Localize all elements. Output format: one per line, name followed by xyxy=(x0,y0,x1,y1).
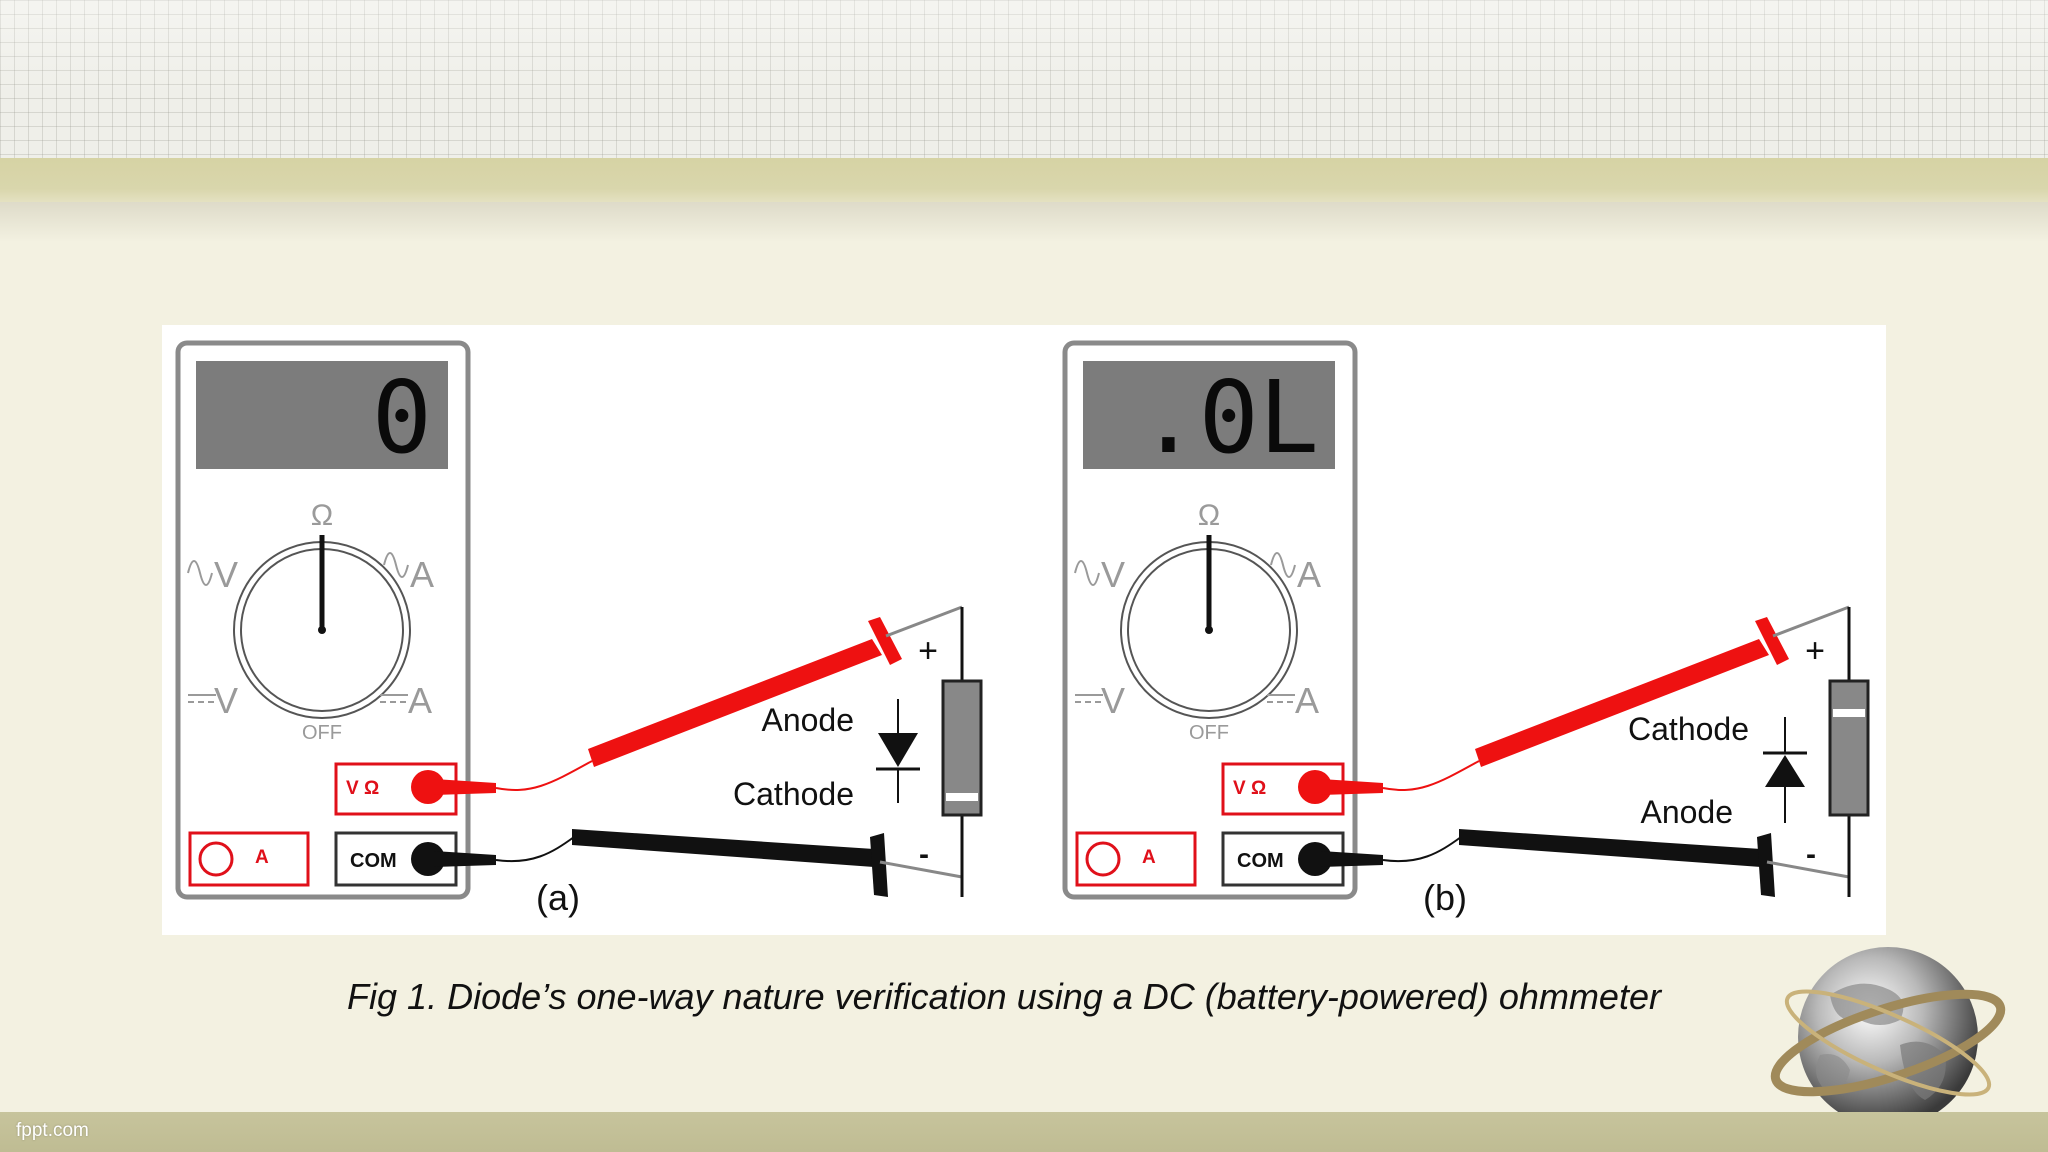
multimeter-b-black-probe-tip xyxy=(1766,860,1850,879)
multimeter-a-dial-hub xyxy=(318,626,326,634)
multimeter-a-dial-acv: V xyxy=(214,554,238,595)
multimeter-a-red-cable xyxy=(495,760,593,791)
multimeter-a-dial-aca: A xyxy=(410,554,434,595)
multimeter-a-dial-dca: A xyxy=(408,680,432,721)
multimeter-a-black-plug-sleeve xyxy=(434,851,496,867)
panel-b: .0L Ω V A V A OFF V Ω A COM xyxy=(1062,340,1870,918)
multimeter-b-black-cable xyxy=(1382,836,1462,863)
circuit-a-minus: - xyxy=(919,838,929,871)
panel-b-label: (b) xyxy=(1423,877,1467,918)
multimeter-b-dial-off: OFF xyxy=(1189,722,1229,744)
multimeter-b-black-probe-handle xyxy=(1459,829,1761,867)
diode-test-figure: 0 Ω V A V A OFF V Ω A xyxy=(162,325,1886,935)
multimeter-b-jack-vohm-label: V Ω xyxy=(1233,778,1266,799)
multimeter-b-red-probe-handle xyxy=(1475,639,1769,767)
multimeter-b-dial-acv: V xyxy=(1101,554,1125,595)
multimeter-a-jack-a-socket xyxy=(198,841,234,877)
diode-b-upper-label: Cathode xyxy=(1628,711,1749,747)
multimeter-b-ac-wave-a xyxy=(1270,552,1296,578)
multimeter-a-reading: 0 xyxy=(372,359,432,476)
multimeter-a-dial-dcv: V xyxy=(214,680,238,721)
panel-a: 0 Ω V A V A OFF V Ω A xyxy=(175,340,983,918)
slide-header-grid-band xyxy=(0,0,2048,160)
multimeter-b-black-plug-sleeve xyxy=(1321,851,1383,867)
multimeter-a-dc-symbol-a xyxy=(380,694,408,703)
circuit-a-resistor-band xyxy=(946,793,978,801)
multimeter-b-dial-aca: A xyxy=(1297,554,1321,595)
multimeter-a-display xyxy=(196,361,448,469)
multimeter-a-red-plug-sleeve xyxy=(434,779,496,795)
diode-a-upper-label: Anode xyxy=(761,702,854,738)
multimeter-a-ac-wave-v xyxy=(187,560,213,586)
multimeter-b-dc-symbol-v xyxy=(1075,694,1103,703)
multimeter-a-black-probe-handle xyxy=(572,829,874,867)
multimeter-a-red-probe-guard xyxy=(868,617,902,665)
multimeter-a-dc-symbol-v xyxy=(188,694,216,703)
multimeter-a-red-probe-handle xyxy=(588,639,882,767)
multimeter-b-dial-ohm: Ω xyxy=(1198,499,1220,532)
multimeter-b-black-plug xyxy=(1298,842,1332,876)
multimeter-b-black-probe-guard xyxy=(1757,833,1775,897)
multimeter-b-jack-com-label: COM xyxy=(1237,850,1284,872)
multimeter-b-reading: .0L xyxy=(1138,359,1319,476)
circuit-b-plus: + xyxy=(1805,632,1825,670)
multimeter-b-dial-dca: A xyxy=(1295,680,1319,721)
multimeter-a-black-plug xyxy=(411,842,445,876)
multimeter-a-ac-wave-a xyxy=(383,552,409,578)
multimeter-b-jack-a-label: A xyxy=(1142,847,1156,868)
footer-brand-text: fppt.com xyxy=(16,1120,89,1141)
circuit-b-resistor xyxy=(1828,679,1870,817)
multimeter-a-dial-ohm: Ω xyxy=(311,499,333,532)
diode-a-lower-label: Cathode xyxy=(733,776,854,812)
multimeter-a-black-cable xyxy=(495,836,575,863)
multimeter-b-red-cable xyxy=(1382,760,1480,791)
multimeter-b-red-probe-guard xyxy=(1755,617,1789,665)
slide-header-shadow xyxy=(0,202,2048,242)
multimeter-b-display xyxy=(1083,361,1335,469)
multimeter-b-red-probe-tip xyxy=(1772,605,1850,638)
diode-b-lower-label: Anode xyxy=(1640,794,1733,830)
multimeter-a-red-probe-tip xyxy=(885,605,963,638)
multimeter-b-jack-a-socket xyxy=(1085,841,1121,877)
diode-a-triangle xyxy=(878,733,918,767)
multimeter-b-ac-wave-v xyxy=(1074,560,1100,586)
multimeter-a-jack-vohm-label: V Ω xyxy=(346,778,379,799)
multimeter-b-dial-dcv: V xyxy=(1101,680,1125,721)
circuit-a-resistor xyxy=(941,679,983,817)
multimeter-a-black-probe-guard xyxy=(870,833,888,897)
figure-caption: Fig 1. Diode’s one-way nature verificati… xyxy=(347,976,1661,1017)
multimeter-b-dc-symbol-a xyxy=(1267,694,1295,703)
circuit-b-minus: - xyxy=(1806,838,1816,871)
multimeter-b-dial-hub xyxy=(1205,626,1213,634)
diode-b-triangle xyxy=(1765,755,1805,787)
multimeter-a-red-plug xyxy=(411,770,445,804)
slide-footer-bar xyxy=(0,1112,2048,1152)
multimeter-a-dial-off: OFF xyxy=(302,722,342,744)
panel-a-label: (a) xyxy=(536,877,580,918)
circuit-b-resistor-band xyxy=(1833,709,1865,717)
slide-header-stripe xyxy=(0,158,2048,202)
multimeter-a-jack-com-label: COM xyxy=(350,850,397,872)
circuit-a-plus: + xyxy=(918,632,938,670)
multimeter-b-red-plug-sleeve xyxy=(1321,779,1383,795)
multimeter-b-red-plug xyxy=(1298,770,1332,804)
multimeter-a-black-probe-tip xyxy=(879,860,963,879)
multimeter-a-jack-a-label: A xyxy=(255,847,269,868)
